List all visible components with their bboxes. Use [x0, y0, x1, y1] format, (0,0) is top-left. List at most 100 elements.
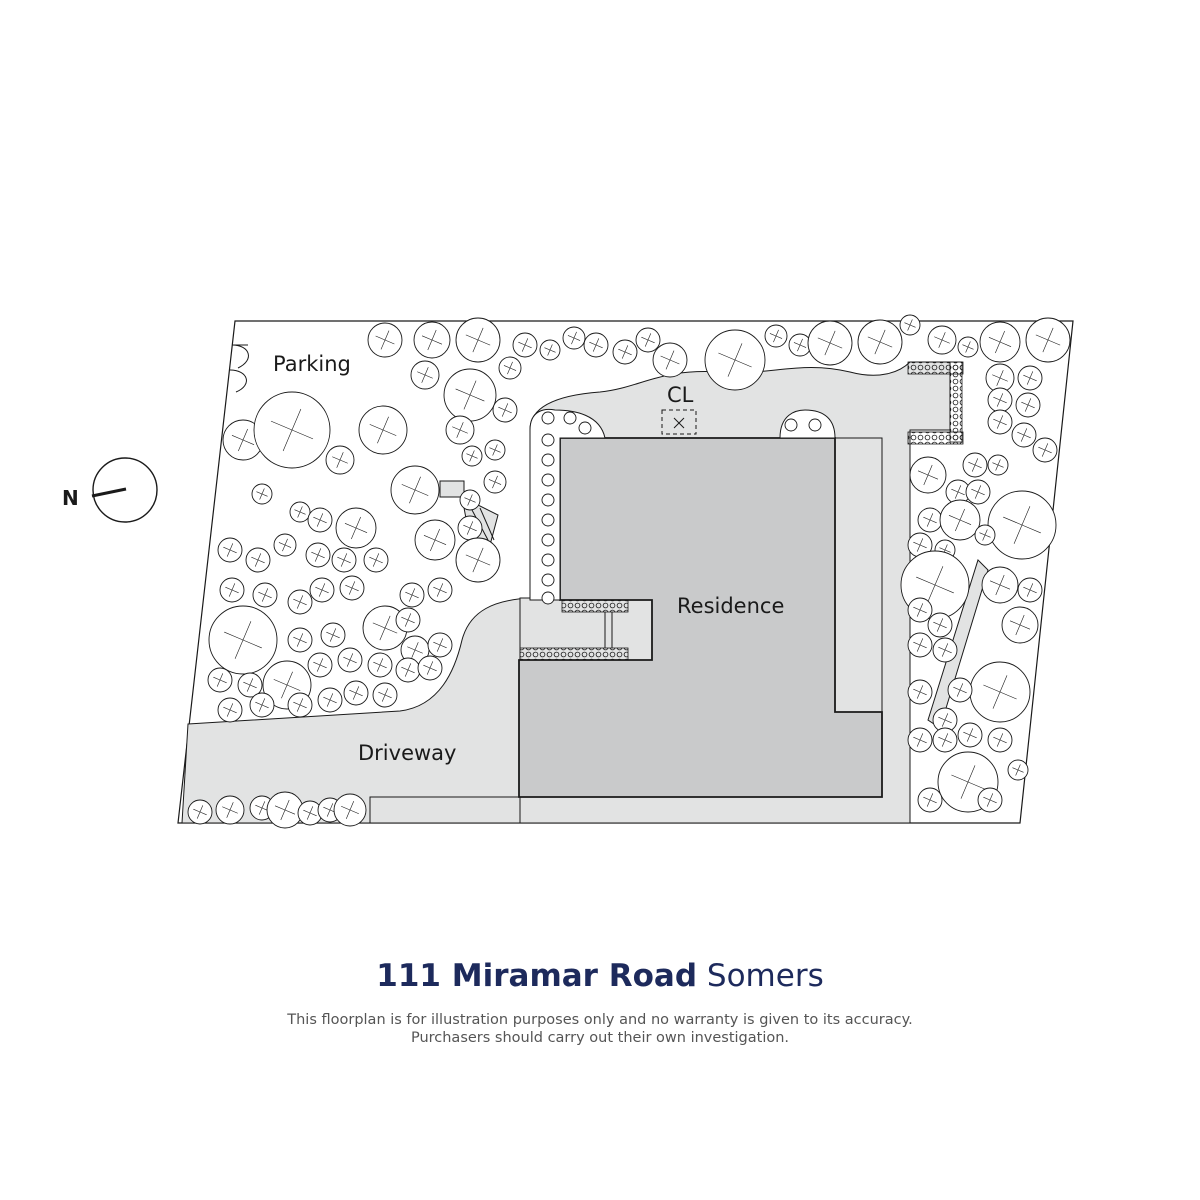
tree-branch: [319, 513, 324, 521]
tree-branch: [436, 589, 441, 597]
tree-icon: [541, 453, 555, 467]
tree-branch: [907, 324, 911, 331]
tree-branch: [434, 528, 440, 541]
tree-branch: [306, 812, 311, 820]
tree-branch: [336, 459, 341, 468]
tree-branch: [424, 367, 429, 376]
tree-branch: [916, 576, 936, 586]
tree-branch: [944, 544, 948, 551]
tree-branch: [242, 639, 262, 649]
tree-branch: [346, 659, 351, 667]
tree-branch: [261, 594, 266, 602]
tree-branch: [934, 566, 944, 586]
property-title: 111 Miramar Road Somers: [0, 958, 1200, 994]
tree-branch: [459, 429, 468, 434]
tree-branch: [660, 355, 671, 361]
tree-branch: [1015, 769, 1019, 776]
tree-branch: [313, 661, 321, 666]
tree-branch: [498, 406, 506, 411]
tree-branch: [255, 701, 263, 706]
tree-branch: [384, 339, 395, 345]
tree-branch: [423, 664, 431, 669]
tree-branch: [939, 624, 947, 629]
tree-branch: [919, 691, 927, 696]
tree-branch: [351, 527, 357, 540]
tree-icon: [563, 411, 577, 425]
tree-branch: [1042, 339, 1049, 353]
tree-branch: [477, 559, 491, 566]
tree-branch: [874, 341, 881, 355]
tree-branch: [430, 539, 436, 552]
tree-branch: [595, 344, 603, 349]
tree-branch: [293, 636, 301, 641]
tree-branch: [229, 709, 237, 714]
tree-branch: [967, 765, 976, 783]
tree-branch: [381, 694, 386, 702]
tree-branch: [489, 447, 496, 451]
tree-branch: [343, 656, 351, 661]
parking-bays: [229, 344, 249, 393]
tree-branch: [409, 489, 416, 504]
tree-branch: [1035, 334, 1049, 341]
tree-icon: [541, 553, 555, 567]
tree-branch: [504, 403, 509, 411]
tree-branch: [329, 693, 334, 701]
tree-branch: [938, 646, 946, 651]
tree-branch: [727, 359, 736, 377]
tree-branch: [469, 394, 485, 402]
tree-branch: [944, 733, 949, 741]
tree-branch: [472, 339, 479, 353]
tree-branch: [469, 499, 476, 503]
tree-branch: [471, 455, 478, 459]
tree-branch: [941, 739, 946, 747]
tree-branch: [231, 589, 239, 594]
tree-branch: [624, 345, 629, 353]
tree-branch: [775, 329, 779, 337]
tree-branch: [953, 686, 961, 691]
tree-branch: [524, 338, 529, 346]
tree-branch: [199, 811, 207, 816]
tree-branch: [919, 644, 927, 649]
tree-branch: [926, 584, 936, 604]
tree-branch: [426, 667, 431, 675]
tree-branch: [411, 588, 416, 596]
tree-branch: [463, 524, 471, 529]
tree-branch: [286, 671, 293, 686]
tree-branch: [384, 330, 390, 341]
tree-branch: [829, 342, 843, 349]
tree-branch: [421, 374, 426, 383]
tree-branch: [293, 701, 301, 706]
tree-branch: [567, 335, 575, 339]
tree-branch: [999, 399, 1007, 404]
tree-branch: [494, 475, 498, 483]
tree-branch: [507, 367, 511, 375]
tree-branch: [913, 736, 921, 741]
tree-branch: [477, 327, 484, 341]
tree-branch: [341, 805, 351, 811]
tree-branch: [274, 805, 286, 811]
tree-branch: [879, 329, 886, 343]
tree-branch: [296, 639, 301, 647]
tree-branch: [592, 344, 597, 352]
tree-branch: [999, 421, 1007, 426]
tree-branch: [549, 344, 553, 351]
tree-branch: [242, 439, 255, 445]
tree-branch: [995, 341, 1001, 354]
tree-branch: [929, 793, 934, 801]
tree-branch: [297, 511, 301, 518]
tree-branch: [216, 679, 221, 687]
tree-branch: [351, 587, 359, 592]
tree-branch: [997, 459, 1001, 466]
tree-branch: [434, 539, 447, 545]
tree-branch: [926, 799, 931, 807]
disclaimer-line-1: This floorplan is for illustration purpo…: [287, 1012, 913, 1028]
tree-branch: [340, 559, 345, 567]
tree-branch: [967, 341, 971, 348]
tree-branch: [376, 664, 381, 672]
tree-branch: [472, 559, 479, 573]
tree-branch: [466, 527, 471, 535]
tree-branch: [936, 624, 941, 632]
tree-branch: [1027, 404, 1035, 409]
tree-branch: [242, 621, 252, 641]
tree-branch: [264, 588, 269, 596]
